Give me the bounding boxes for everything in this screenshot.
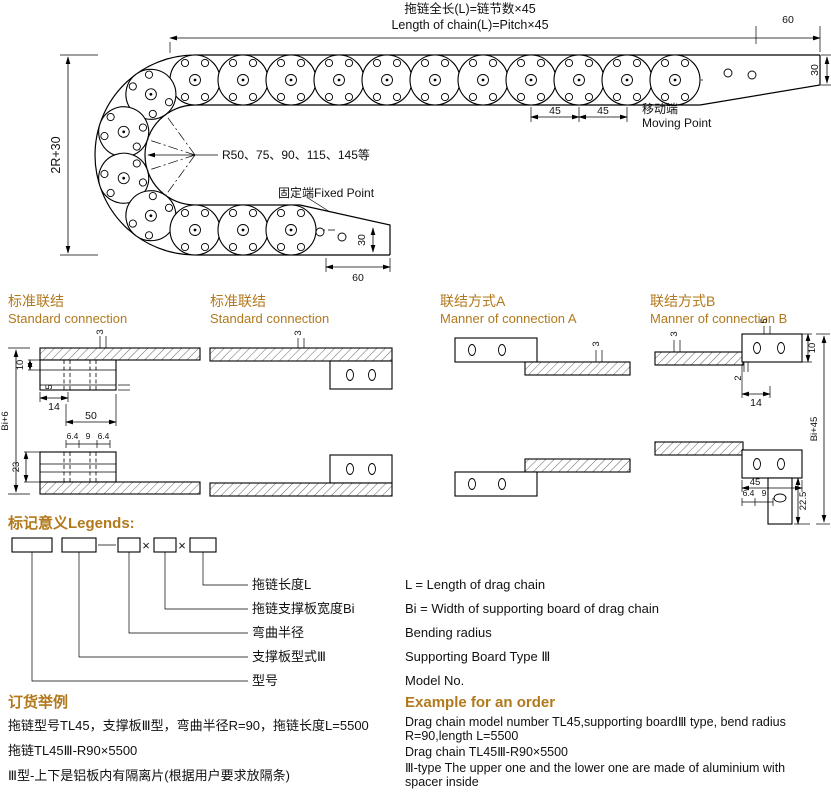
chain-links-bottom [169, 204, 317, 256]
v1-dim-bi6: Bi+6 [0, 411, 11, 430]
dim-60-top: 60 [782, 14, 794, 26]
order-line-en-3: Ⅲ-type The upper one and the lower one a… [405, 761, 786, 789]
legend-item-en-1: Bi = Width of supporting board of drag c… [405, 601, 659, 616]
legend-item-cn-3: 支撑板型式Ⅲ [252, 649, 326, 664]
v4-dim-22-5: 22.5 [798, 492, 809, 511]
moving-point-label-cn: 移动端 [642, 102, 678, 116]
dim-30-moving-end: 30 [809, 64, 821, 76]
v1-dim-3: 3 [95, 329, 106, 334]
model-code-box-3 [117, 537, 141, 553]
view4-drawing: 3 5 10 2 14 45 6.4 9 [654, 318, 830, 525]
connection-views: 标准联结 Standard connection 标准联结 Standard c… [0, 293, 830, 525]
legend-item-en-4: Model No. [405, 673, 464, 688]
order-heading-en: Example for an order [405, 694, 556, 711]
view1-title-en: Standard connection [8, 311, 127, 326]
legend-item-en-0: L = Length of drag chain [405, 577, 545, 592]
legend-title: 标记意义Legends: [7, 514, 135, 532]
v3-dim-3: 3 [591, 341, 602, 346]
drag-chain-outline [94, 54, 820, 256]
dimensions: 拖链全长(L)=链节数×45 Length of chain(L)=Pitch×… [49, 1, 831, 284]
view2-drawing: 3 [209, 330, 393, 497]
dim-chain-length-cn: 拖链全长(L)=链节数×45 [404, 1, 535, 16]
model-code-box-4 [153, 537, 177, 553]
order-line-en-2: Drag chain TL45Ⅲ-R90×5500 [405, 745, 569, 759]
dim-60-fixed-end: 60 [352, 272, 364, 284]
radius-note: R50、75、90、115、145等 [222, 148, 370, 162]
legend-section: 标记意义Legends: × × 拖链长度L 拖链支撑板宽度Bi 弯曲半径 支撑… [7, 514, 659, 688]
v1-dim-6-4b: 6.4 [98, 431, 110, 441]
v1-dim-10: 10 [15, 360, 26, 371]
v1-dim-50: 50 [85, 410, 97, 422]
v1-dim-5: 5 [44, 384, 55, 389]
order-line-en-1: Drag chain model number TL45,supporting … [405, 715, 786, 743]
dim-45-pitch-1: 45 [549, 105, 561, 117]
legend-item-cn-1: 拖链支撑板宽度Bi [252, 601, 355, 616]
legend-item-cn-2: 弯曲半径 [252, 625, 304, 640]
view4-title-cn: 联结方式B [650, 293, 715, 309]
multiply-sign-1: × [142, 538, 150, 553]
order-line-cn-2: 拖链TL45Ⅲ-R90×5500 [8, 743, 138, 758]
legend-item-cn-0: 拖链长度L [252, 577, 311, 592]
v4-dim-6-4: 6.4 [743, 488, 755, 498]
model-code-box-1 [11, 537, 53, 553]
order-example-cn: 订货举例 拖链型号TL45，支撑板Ⅲ型，弯曲半径R=90，拖链长度L=5500 … [8, 694, 400, 792]
dim-45-pitch-2: 45 [597, 105, 609, 117]
v1-dim-9: 9 [86, 431, 91, 441]
v1-dim-23: 23 [11, 462, 22, 473]
legend-connector-lines [31, 552, 248, 682]
v4-dim-14: 14 [750, 397, 762, 409]
v4-dim-9: 9 [762, 488, 767, 498]
dim-chain-length-en: Length of chain(L)=Pitch×45 [391, 18, 548, 32]
order-heading-cn: 订货举例 [8, 694, 69, 711]
model-code-box-2 [61, 537, 97, 553]
v4-dim-45: 45 [750, 477, 761, 488]
v4-dim-3: 3 [669, 331, 680, 336]
order-example-en: Example for an order Drag chain model nu… [405, 694, 810, 791]
view4-title-en: Manner of connection B [650, 311, 787, 326]
view2-title-cn: 标准联结 [210, 293, 266, 309]
model-code-box-5 [189, 537, 217, 553]
view2-title-en: Standard connection [210, 311, 329, 326]
dim-2r30: 2R+30 [49, 136, 63, 173]
legend-item-cn-4: 型号 [252, 673, 278, 688]
v4-dim-2: 2 [733, 375, 744, 380]
order-line-cn-1: 拖链型号TL45，支撑板Ⅲ型，弯曲半径R=90，拖链长度L=5500 [8, 718, 369, 733]
moving-end-plate [699, 55, 821, 106]
legend-item-en-2: Bending radius [405, 625, 492, 640]
fixed-point-label: 固定端Fixed Point [278, 185, 375, 200]
legend-item-en-3: Supporting Board Type Ⅲ [405, 649, 550, 664]
chain-links-top [169, 54, 701, 106]
v1-dim-6-4a: 6.4 [67, 431, 79, 441]
v4-dim-5: 5 [759, 318, 770, 323]
v4-dim-10: 10 [807, 343, 818, 354]
v4-dim-bi45: Bi+45 [809, 417, 820, 442]
dim-30-fixed-end: 30 [356, 234, 368, 246]
view1-title-cn: 标准联结 [8, 293, 64, 309]
view3-drawing: 3 [454, 337, 631, 497]
drag-chain-main-drawing: 拖链全长(L)=链节数×45 Length of chain(L)=Pitch×… [49, 1, 831, 284]
model-code-boxes: × × [11, 537, 217, 553]
v2-dim-3: 3 [293, 330, 304, 335]
order-line-cn-3: Ⅲ型-上下是铝板内有隔离片(根据用户要求放隔条) [8, 768, 290, 783]
view3-title-en: Manner of connection A [440, 311, 577, 326]
v1-dim-14: 14 [48, 401, 60, 413]
multiply-sign-2: × [178, 538, 186, 553]
view3-title-cn: 联结方式A [440, 293, 506, 309]
view1-drawing: 3 10 5 14 50 6.4 9 6.4 23 Bi+6 [0, 329, 201, 495]
moving-point-label-en: Moving Point [642, 116, 712, 130]
